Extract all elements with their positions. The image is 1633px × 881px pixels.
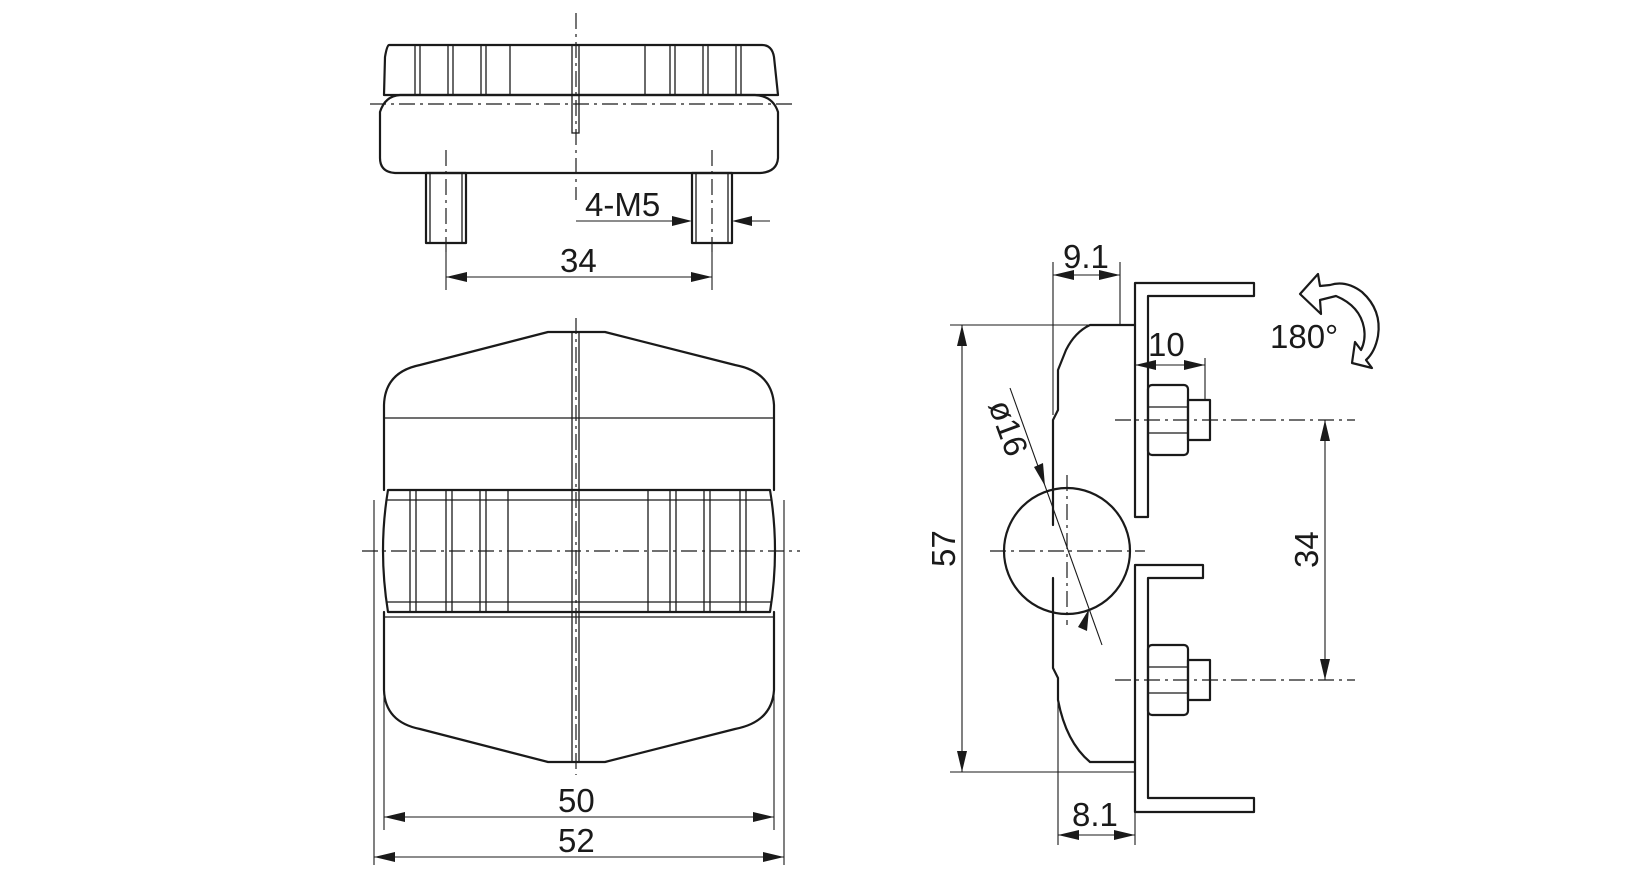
rotation-label: 180° [1270,318,1338,355]
bracket-gap-label: 10 [1148,326,1185,363]
height-total-label: 57 [925,530,962,567]
thread-spec-label: 4-M5 [585,186,660,223]
offset-bottom-label: 8.1 [1072,796,1118,833]
width-inner-label: 50 [558,782,595,819]
offset-top-label: 9.1 [1063,238,1109,275]
diameter-label: ø16 [981,395,1035,461]
rotation-arrow-icon [1298,272,1380,370]
top-view: 4-M5 34 [370,13,795,290]
top-knuckle-grooves [414,45,742,95]
bolt-spacing-side-label: 34 [1288,531,1325,568]
front-view: 50 52 [362,318,800,865]
width-outer-label: 52 [558,822,595,859]
side-view: 57 34 9.1 10 8.1 ø16 180° [925,238,1380,845]
bolt-spacing-top-label: 34 [560,242,597,279]
